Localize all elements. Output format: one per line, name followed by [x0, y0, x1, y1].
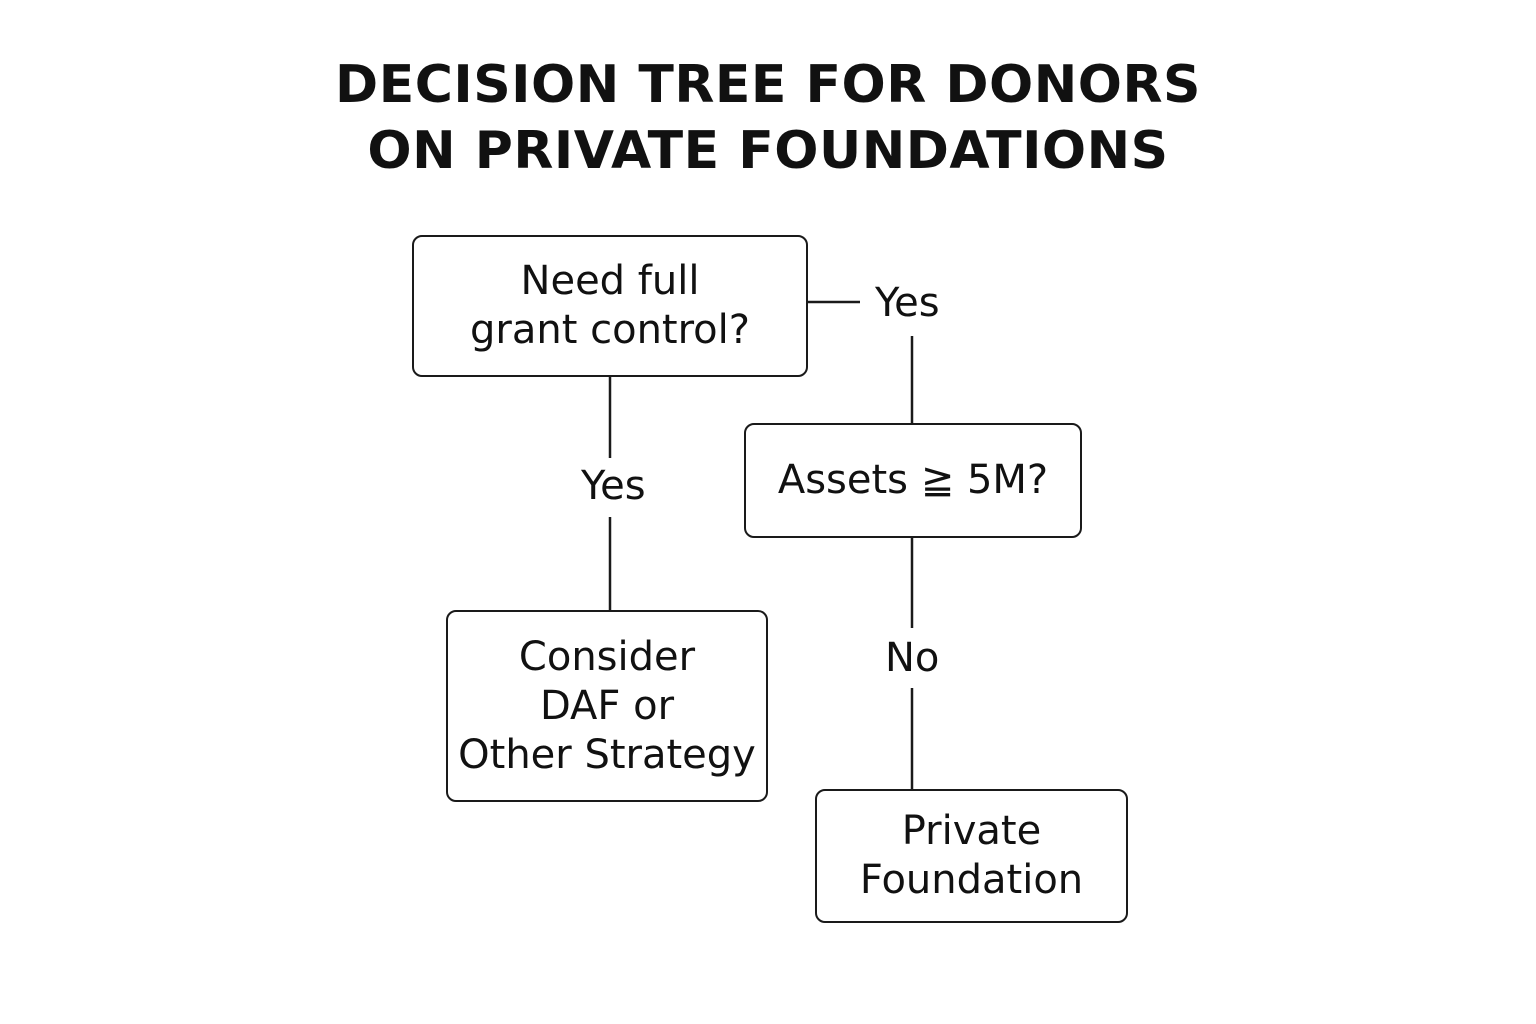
outcome-node-private-foundation: Private Foundation [815, 789, 1128, 923]
decision-node-grant-control: Need full grant control? [412, 235, 808, 377]
diagram-title-line-2: ON PRIVATE FOUNDATIONS [367, 121, 1169, 181]
diagram-title-line-1: DECISION TREE FOR DONORS [335, 55, 1201, 115]
outcome-node-daf-strategy: Consider DAF or Other Strategy [446, 610, 768, 802]
edge-label-no: No [881, 634, 944, 682]
edge-label-yes-down: Yes [577, 462, 650, 510]
diagram-title: DECISION TREE FOR DONORS ON PRIVATE FOUN… [0, 52, 1536, 184]
edge-label-yes-right: Yes [871, 279, 944, 327]
decision-node-assets: Assets ≧ 5M? [744, 423, 1082, 538]
